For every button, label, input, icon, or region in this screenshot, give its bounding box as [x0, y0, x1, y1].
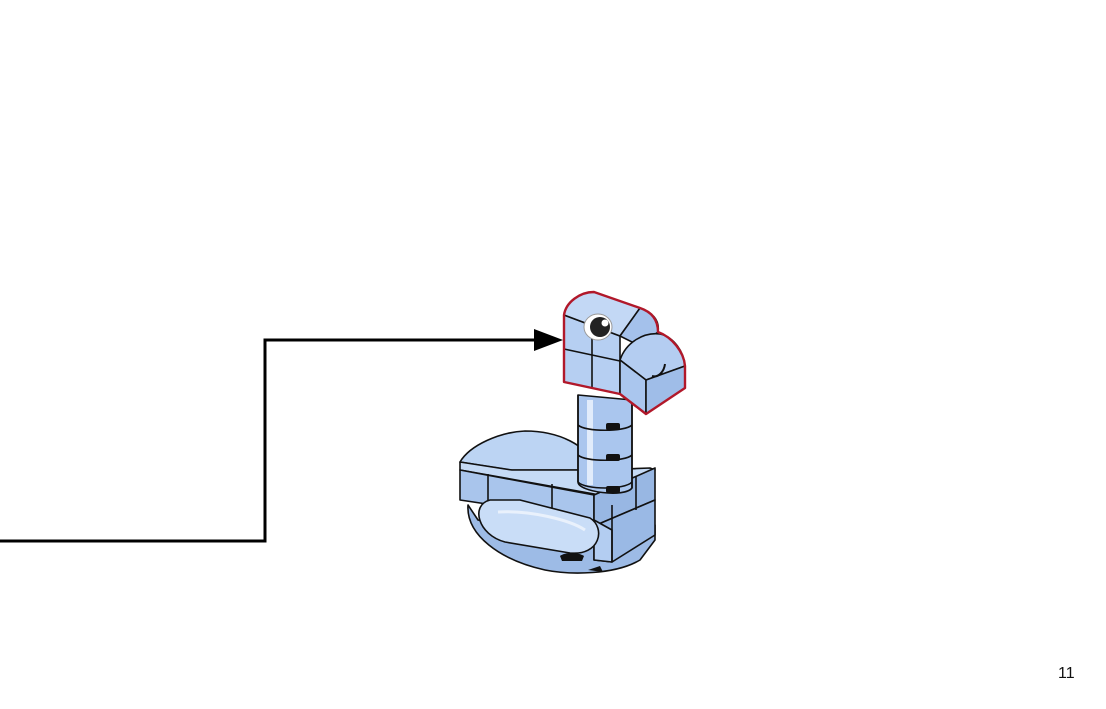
callout-arrow-icon [0, 329, 563, 543]
page-number: 11 [1058, 665, 1075, 682]
dinosaur-model [459, 290, 687, 574]
